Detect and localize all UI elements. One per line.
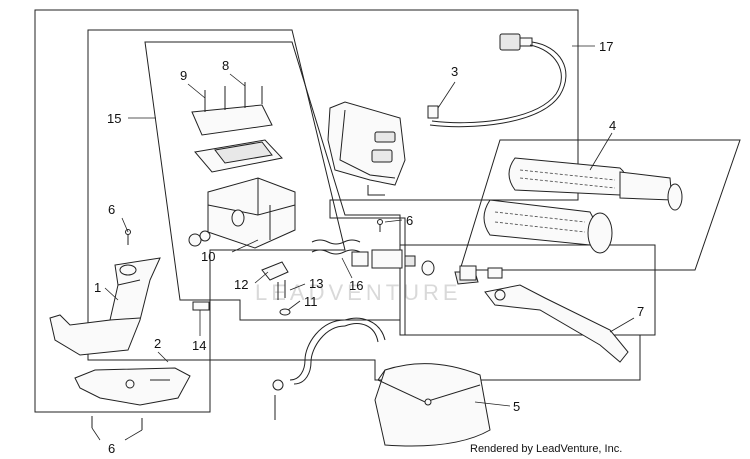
callout-8: 8 [222, 58, 229, 73]
hardware-parts [261, 261, 291, 316]
callout-2: 2 [154, 336, 161, 351]
brake-lever-part [454, 267, 629, 363]
watermark-text: LEADVENTURE [255, 280, 462, 305]
callout-13: 13 [309, 276, 323, 291]
handlebar-grips-part [483, 157, 683, 254]
callout-6-left: 6 [108, 202, 115, 217]
callout-10: 10 [201, 249, 215, 264]
brake-hose-part [192, 301, 386, 420]
screws-6 [91, 219, 383, 430]
callout-15: 15 [107, 111, 121, 126]
callout-14: 14 [192, 338, 206, 353]
callout-11: 11 [304, 294, 318, 309]
callout-7: 7 [637, 304, 644, 319]
callout-4: 4 [609, 118, 616, 133]
master-cylinder-part [188, 82, 296, 249]
leader-lines [91, 45, 635, 441]
callout-3: 3 [451, 64, 458, 79]
callout-17: 17 [599, 39, 613, 54]
frame-group-7 [399, 244, 656, 336]
frame-group-4 [459, 139, 741, 271]
switch-housing-part [327, 101, 439, 196]
callout-16: 16 [349, 278, 363, 293]
frame-group-15 [87, 29, 346, 361]
callout-6-bottom: 6 [108, 441, 115, 456]
piston-kit-part [311, 239, 477, 281]
callout-6-right: 6 [406, 213, 413, 228]
wiring-harness-part [429, 33, 567, 128]
callout-5: 5 [513, 399, 520, 414]
credit-text: Rendered by LeadVenture, Inc. [470, 443, 622, 455]
bracket-plate-part [74, 367, 191, 406]
callout-9: 9 [180, 68, 187, 83]
callout-1: 1 [94, 280, 101, 295]
callout-12: 12 [234, 277, 248, 292]
lower-cover-part [49, 257, 161, 356]
storage-bag-part [374, 363, 491, 447]
